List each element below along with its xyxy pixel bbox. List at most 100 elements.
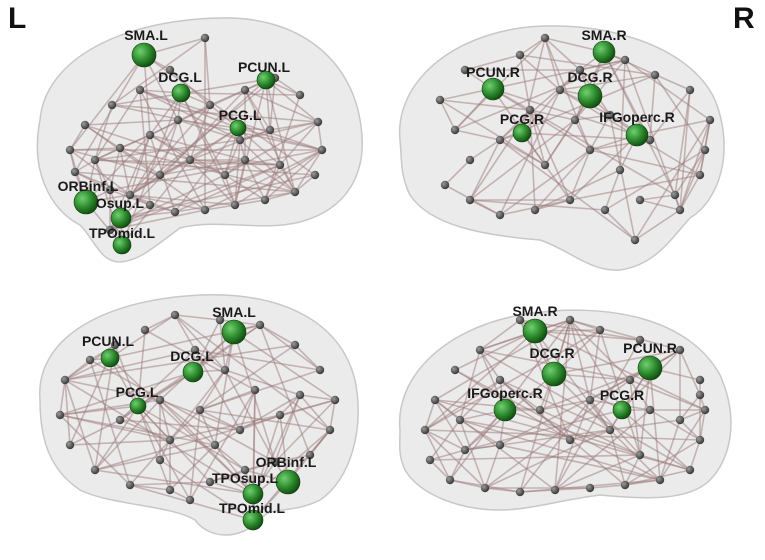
network-edge <box>194 349 321 371</box>
brain-region-node <box>630 235 640 245</box>
left-lateral-edges <box>69 37 323 246</box>
network-edge <box>569 319 681 351</box>
network-edge <box>177 119 239 129</box>
network-edge <box>159 399 241 431</box>
network-edge <box>492 88 638 136</box>
network-edge <box>449 449 466 481</box>
network-edge <box>219 319 226 371</box>
network-edge <box>159 399 246 471</box>
network-edge <box>264 164 281 201</box>
brain-region-node <box>515 315 525 325</box>
brain-region-node <box>107 100 117 110</box>
network-edge <box>534 199 571 211</box>
network-edge <box>129 439 171 486</box>
network-edge <box>139 69 171 91</box>
network-edge <box>459 349 481 421</box>
network-edge <box>94 469 254 495</box>
network-edge <box>237 127 281 166</box>
hub-label: SMA.L <box>212 304 256 320</box>
brain-region-node <box>550 485 560 495</box>
network-edge <box>119 419 171 441</box>
network-edge <box>636 119 711 136</box>
brain-region-node <box>90 465 100 475</box>
network-edge <box>539 399 591 411</box>
network-edge <box>484 444 501 489</box>
hub-node <box>229 119 247 137</box>
brain-region-node <box>110 340 120 350</box>
brain-region-node <box>695 375 705 385</box>
network-edge <box>424 429 466 451</box>
hub-label: SMA.L <box>124 27 168 43</box>
hub-node <box>625 123 649 147</box>
brain-region-node <box>65 440 75 450</box>
hub-label: ORBinf.L <box>58 178 119 194</box>
network-edge <box>574 114 611 121</box>
network-edge <box>544 37 581 71</box>
network-edge <box>439 99 456 131</box>
network-edge <box>59 405 139 416</box>
network-edge <box>499 69 581 141</box>
hub-label: PCUN.L <box>238 59 291 75</box>
network-edge <box>111 77 276 106</box>
brain-region-node <box>145 200 155 210</box>
network-edge <box>499 139 636 241</box>
hub-node <box>512 123 532 143</box>
network-edge <box>169 369 226 441</box>
brain-region-node <box>695 170 705 180</box>
network-edge <box>569 429 611 441</box>
brain-region-node <box>535 405 545 415</box>
brain-region-node <box>645 405 655 415</box>
network-edge <box>629 379 641 456</box>
network-edge <box>519 54 561 91</box>
brain-region-node <box>495 210 505 220</box>
brain-region-node <box>115 143 125 153</box>
network-edge <box>189 409 201 501</box>
network-edge <box>689 439 701 471</box>
network-edge <box>274 454 311 463</box>
network-edge <box>299 394 331 431</box>
brain-region-node <box>605 110 615 120</box>
brain-region-node <box>250 385 260 395</box>
brain-region-node <box>570 115 580 125</box>
network-edge <box>464 409 623 451</box>
network-edge <box>499 109 531 141</box>
network-edge <box>519 37 546 56</box>
brain-region-node <box>495 135 505 145</box>
brain-region-node <box>170 207 180 217</box>
brain-region-node <box>700 145 710 155</box>
network-edge <box>434 399 461 421</box>
brain-region-node <box>235 135 245 145</box>
network-edge <box>59 371 194 416</box>
network-edge <box>544 37 561 91</box>
network-edge <box>499 367 651 446</box>
brain-region-node <box>540 33 550 43</box>
network-edge <box>174 314 331 431</box>
network-edge <box>129 194 236 206</box>
brain-region-node <box>605 425 615 435</box>
left-medial-hubs: SMA.LPCUN.LDCG.LPCG.LORBinf.LTPOsup.LTPO… <box>82 304 317 531</box>
network-edge <box>429 459 451 481</box>
brain-region-node <box>635 335 645 345</box>
hub-label: TPOsup.L <box>212 470 279 486</box>
network-edge <box>244 89 271 131</box>
brain-region-node <box>655 475 665 485</box>
brain-region-node <box>585 145 595 155</box>
network-edge <box>94 159 111 191</box>
network-edge <box>189 127 239 161</box>
network-edge <box>265 79 319 123</box>
network-edge <box>479 349 501 381</box>
brain-region-node <box>425 455 435 465</box>
hub-node <box>73 189 99 215</box>
brain-region-node <box>310 170 320 180</box>
network-edge <box>169 444 216 491</box>
network-edge <box>244 89 296 193</box>
brain-region-node <box>515 487 525 497</box>
network-edge <box>143 54 316 176</box>
network-edge <box>424 379 501 431</box>
brain-region-node <box>275 160 285 170</box>
network-edge <box>603 51 691 91</box>
network-edge <box>609 114 636 241</box>
brain-region-node <box>240 85 250 95</box>
network-edge <box>69 54 145 151</box>
